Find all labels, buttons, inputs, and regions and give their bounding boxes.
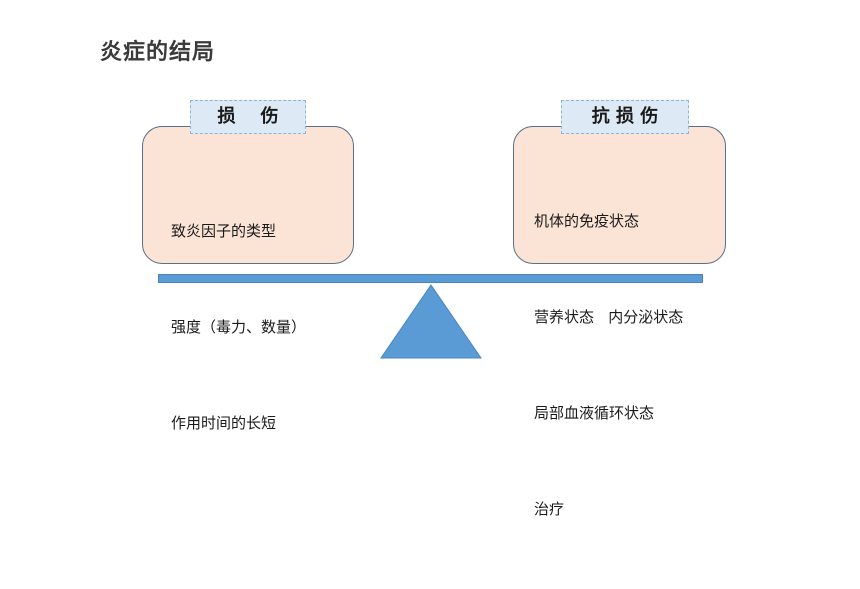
page-title: 炎症的结局 (100, 40, 216, 65)
anti-injury-factor-item: 营养状态 内分泌状态 (534, 308, 684, 326)
injury-factor-item: 强度（毒力、数量） (171, 318, 307, 336)
anti-injury-factor-item: 治疗 (534, 500, 565, 518)
anti-injury-factor-item: 局部血液循环状态 (534, 404, 655, 422)
anti-injury-factor-item: 机体的免疫状态 (534, 212, 640, 230)
injury-factor-item: 致炎因子的类型 (171, 222, 277, 240)
anti-injury-label: 抗 损 伤 (561, 100, 689, 134)
injury-factors-box: 致炎因子的类型 强度（毒力、数量） 作用时间的长短 (142, 126, 354, 432)
injury-label: 损 伤 (190, 100, 306, 134)
balance-fulcrum (380, 284, 482, 359)
injury-factor-item: 作用时间的长短 (171, 414, 277, 432)
anti-injury-factors-box: 机体的免疫状态 营养状态 内分泌状态 局部血液循环状态 治疗 (513, 126, 726, 518)
balance-beam (158, 274, 703, 283)
